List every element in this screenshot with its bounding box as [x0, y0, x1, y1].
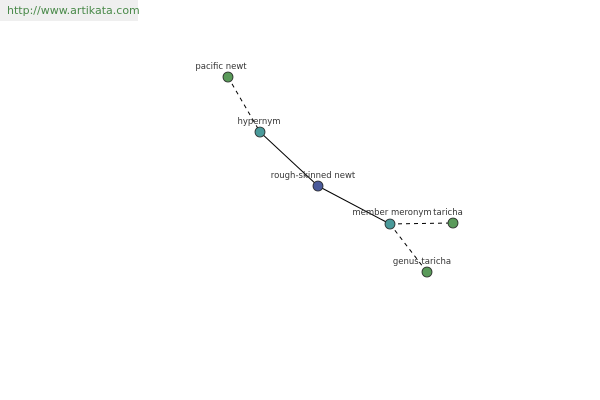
node-member-meronym-label: member meronym — [352, 208, 431, 218]
node-hypernym[interactable]: hypernym — [237, 117, 281, 138]
watermark-url: http://www.artikata.com — [0, 0, 140, 21]
node-rough-skinned-newt-label: rough-skinned newt — [271, 171, 356, 181]
edge-member-meronym-genus-taricha — [389, 223, 428, 273]
node-genus-taricha[interactable]: genus taricha — [393, 257, 451, 278]
node-rough-skinned-newt-marker[interactable] — [312, 180, 324, 192]
node-taricha-marker[interactable] — [447, 217, 459, 229]
node-hypernym-marker[interactable] — [254, 126, 266, 138]
node-pacific-newt-label: pacific newt — [195, 62, 247, 72]
node-genus-taricha-marker[interactable] — [421, 266, 433, 278]
node-hypernym-label: hypernym — [237, 117, 280, 127]
node-rough-skinned-newt[interactable]: rough-skinned newt — [271, 171, 356, 192]
edge-hypernym-rough-skinned-newt — [259, 131, 319, 187]
node-member-meronym[interactable]: member meronym — [352, 208, 432, 230]
node-member-meronym-marker[interactable] — [384, 218, 396, 230]
edge-pacific-newt-hypernym — [227, 76, 261, 133]
node-pacific-newt-marker[interactable] — [222, 71, 234, 83]
node-genus-taricha-label: genus taricha — [393, 257, 451, 267]
edge-member-meronym-taricha — [389, 222, 454, 225]
node-taricha[interactable]: taricha — [433, 208, 463, 229]
node-pacific-newt[interactable]: pacific newt — [195, 62, 247, 83]
node-taricha-label: taricha — [433, 208, 463, 218]
edge-rough-skinned-newt-member-meronym — [317, 185, 391, 225]
